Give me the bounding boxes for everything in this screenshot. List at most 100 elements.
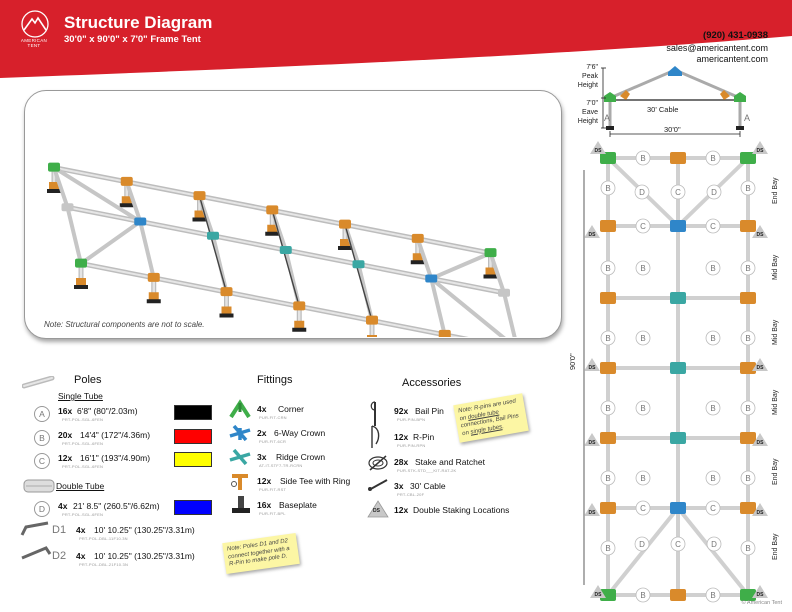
page-title: Structure Diagram <box>64 13 213 32</box>
plan-pole-marker <box>635 470 651 486</box>
iso-eave-fitting <box>366 315 378 325</box>
iso-ridge-fitting <box>425 274 438 283</box>
plan-pole-marker <box>670 536 686 552</box>
baseplate-part-number: PUR-FIT-BPL <box>259 511 286 516</box>
plan-pole-letter: B <box>605 264 610 273</box>
iso-leg-sleeve <box>412 253 423 262</box>
six-way-crown-icon <box>229 424 251 442</box>
plan-pole-letter: B <box>710 264 715 273</box>
iso-eave-fitting <box>293 301 306 311</box>
bail-pin-name: Bail Pin <box>415 406 444 416</box>
pole-d-color-swatch <box>174 500 212 515</box>
pole-c-part-number: PRT-POL-SGL-6FEN <box>62 464 104 469</box>
plan-ridge-fitting <box>670 502 686 514</box>
corner-fitting-icon <box>229 399 251 419</box>
six-way-crown-name: 6-Way Crown <box>274 428 326 438</box>
accessories-title: Accessories <box>402 377 462 389</box>
plan-eave-fitting <box>600 432 616 444</box>
iso-baseplate <box>410 260 425 265</box>
six-way-crown-qty: 2x <box>257 428 267 438</box>
plan-double-staking-marker <box>752 585 768 598</box>
iso-eave-fitting <box>438 329 451 337</box>
plan-eave-fitting <box>740 152 756 164</box>
plan-pole-marker <box>706 536 722 552</box>
iso-baseplate <box>483 274 498 279</box>
plan-pole-marker <box>740 540 756 556</box>
iso-leg-sleeve <box>340 239 350 247</box>
elevation-pole-label-left: A <box>604 113 611 123</box>
plan-pole-marker <box>740 470 756 486</box>
plan-pole-letter: B <box>640 591 645 600</box>
iso-eave-fitting <box>120 176 133 186</box>
stake-ratchet-part-number: PUR-STK-STD___KIT-RAT-2K <box>397 468 457 473</box>
single-tube-icon <box>22 376 55 389</box>
iso-rafter <box>138 219 156 280</box>
bay-label-1: End Bay <box>772 177 779 204</box>
pole-d1-part-number: PRT-POL-DBL-11F10.3N <box>79 536 128 541</box>
ridge-crown-part-number: AT-IT-STF7-TR-RCRN <box>259 463 303 468</box>
plan-ridge-fitting <box>670 220 686 232</box>
double-tube-icon <box>23 479 55 493</box>
company-logo-icon <box>21 10 49 38</box>
baseplate-name: Baseplate <box>279 500 317 510</box>
plan-pole-letter: B <box>605 404 610 413</box>
iso-rafter <box>429 276 447 337</box>
iso-leg-sleeve <box>49 182 59 190</box>
r-pin-name: R-Pin <box>413 432 435 442</box>
side-tee-qty: 12x <box>257 476 272 486</box>
plan-pole-marker <box>705 587 721 603</box>
end-elevation-diagram <box>601 66 746 137</box>
iso-leg-sleeve <box>294 320 305 329</box>
plan-double-staking-marker <box>752 503 768 516</box>
render-scale-note: Note: Structural components are not to s… <box>44 320 205 329</box>
bay-label-6: End Bay <box>772 533 779 560</box>
plan-double-staking-marker <box>590 585 606 598</box>
bail-pin-part-number: PUR-PIN-BPN <box>397 417 426 422</box>
bail-pin-qty: 92x <box>394 406 409 416</box>
plan-pole-letter: C <box>640 504 646 513</box>
ridge-crown-qty: 3x <box>257 452 267 462</box>
plan-pole-marker <box>600 260 616 276</box>
plan-pole-marker <box>740 400 756 416</box>
plan-pole-letter: B <box>640 264 645 273</box>
plan-pole-letter: B <box>640 334 645 343</box>
iso-rafter <box>415 236 434 281</box>
plan-pole-letter: D <box>711 188 717 197</box>
plan-hip <box>606 506 680 597</box>
iso-leg-sleeve <box>267 224 278 233</box>
iso-hip-rafter <box>79 219 143 266</box>
r-pin-part-number: PUR-PIN-RPN <box>397 443 426 448</box>
plan-double-staking-tag: DS <box>757 510 765 516</box>
double-staking-tag: DS <box>373 508 380 514</box>
pole-letter-d2: D2 <box>52 550 67 562</box>
iso-baseplate <box>338 246 352 250</box>
pole-d-size: 21' 8.5" (260.5"/6.62m) <box>73 501 160 511</box>
plan-pole-marker <box>635 150 651 166</box>
plan-pole-letter: B <box>745 544 750 553</box>
iso-rafter <box>488 251 506 295</box>
iso-eave-fitting <box>193 191 206 201</box>
pole-letter-a: A <box>34 406 50 422</box>
plan-pole-letter: B <box>710 404 715 413</box>
plan-pole-marker <box>705 150 721 166</box>
plan-pole-letter: B <box>710 591 715 600</box>
iso-leg-sleeve <box>485 267 496 276</box>
plan-pole-marker <box>740 330 756 346</box>
plan-pole-letter: D <box>639 540 645 549</box>
plan-pole-marker <box>635 330 651 346</box>
ridge-crown-name: Ridge Crown <box>276 452 326 462</box>
pole-b-part-number: PRT-POL-SGL-6FEN <box>62 441 104 446</box>
side-tee-icon <box>231 474 248 490</box>
iso-rafter <box>502 290 517 337</box>
width-label: 30'0" <box>664 125 681 134</box>
plan-ridge-fitting <box>670 432 686 444</box>
contact-website[interactable]: americantent.com <box>696 54 768 64</box>
pole-letter-c: C <box>34 453 50 469</box>
plan-eave-fitting <box>600 362 616 374</box>
plan-double-staking-tag: DS <box>595 148 603 154</box>
plan-double-staking-marker <box>752 141 768 154</box>
plan-double-staking-marker <box>584 225 600 238</box>
contact-phone: (920) 431-0938 <box>703 30 768 41</box>
contact-email[interactable]: sales@americantent.com <box>666 43 768 53</box>
corner-part-number: PUR-FIT-CRN <box>259 415 287 420</box>
